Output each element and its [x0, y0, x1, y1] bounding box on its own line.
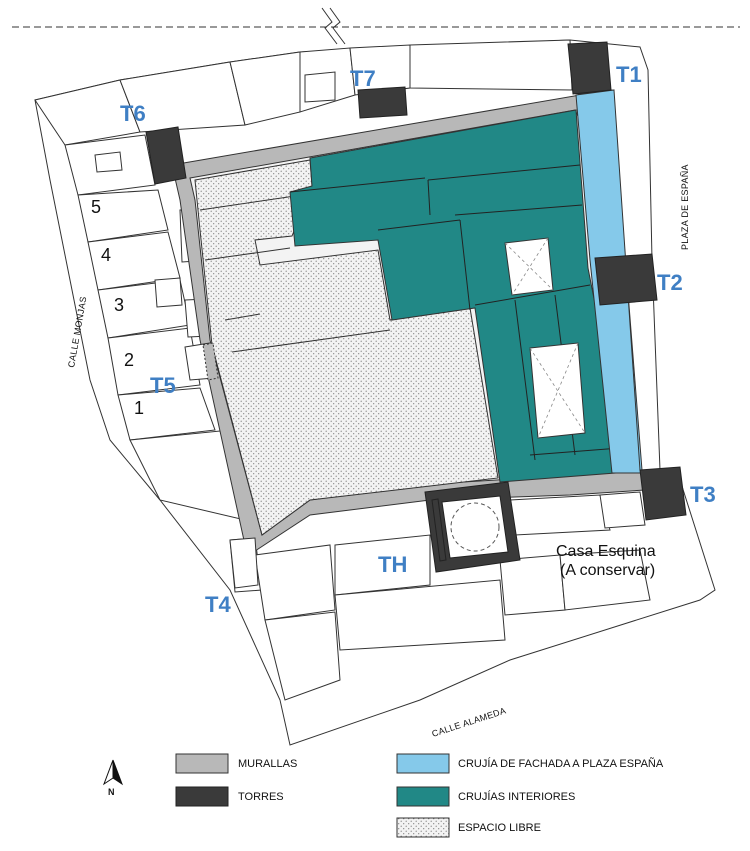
note-a-conservar: (A conservar) [560, 562, 655, 579]
label-t5: T5 [150, 373, 176, 398]
label-t2: T2 [657, 270, 683, 295]
lot-number: 3 [114, 295, 124, 315]
tower-t4 [229, 537, 259, 589]
legend-label-murallas: MURALLAS [238, 758, 297, 770]
lot-number: 4 [101, 245, 111, 265]
label-t3: T3 [690, 482, 716, 507]
legend-label-crujias-interiores: CRUJÍAS INTERIORES [458, 790, 575, 803]
legend: MURALLAS TORRES CRUJÍA DE FACHADA A PLAZ… [175, 753, 664, 838]
legend-swatch-torres [175, 786, 229, 807]
break-symbol-2 [329, 7, 346, 45]
note-casa-esquina: Casa Esquina [556, 543, 656, 560]
label-t7: T7 [350, 66, 376, 91]
legend-label-torres: TORRES [238, 791, 284, 803]
legend-swatch-espacio-libre [396, 817, 450, 838]
tower-t3 [639, 466, 687, 521]
legend-swatch-crujias-interiores [396, 786, 450, 807]
lot-number: 1 [134, 398, 144, 418]
interior-bays [289, 109, 629, 483]
label-t6: T6 [120, 101, 146, 126]
tower-t2 [594, 253, 658, 306]
towers [145, 41, 687, 589]
label-t4: T4 [205, 592, 231, 617]
legend-swatch-murallas [175, 753, 229, 774]
street-plaza-espana: PLAZA DE ESPAÑA [680, 164, 690, 250]
legend-label-espacio-libre: ESPACIO LIBRE [458, 822, 541, 834]
north-label: N [108, 787, 115, 797]
label-t1: T1 [616, 62, 642, 87]
lot-number: 2 [124, 350, 134, 370]
north-arrow-icon [102, 759, 124, 786]
tower-t6 [145, 126, 187, 185]
lot-number: 5 [91, 197, 101, 217]
legend-label-crujia-fachada: CRUJÍA DE FACHADA A PLAZA ESPAÑA [458, 757, 664, 770]
label-th: TH [378, 552, 407, 577]
tower-t1 [567, 41, 612, 95]
legend-swatch-crujia-fachada [396, 753, 450, 774]
tower-t7 [357, 86, 408, 119]
break-symbol [321, 7, 338, 45]
street-calle-alameda: CALLE ALAMEDA [431, 705, 508, 738]
